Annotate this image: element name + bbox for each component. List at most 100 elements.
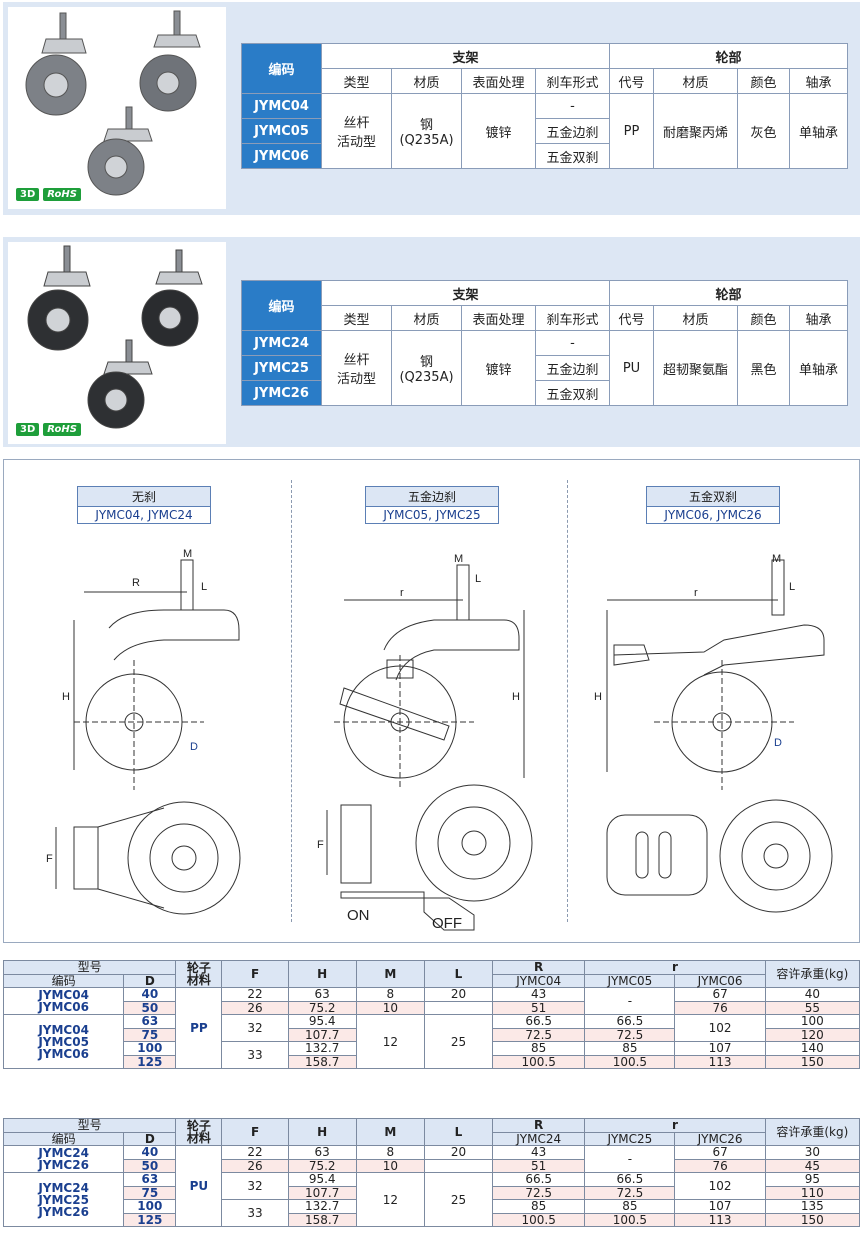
header-model: 型号 bbox=[2, 1118, 177, 1133]
header-m: M bbox=[355, 1118, 425, 1146]
caster-photo-illustration bbox=[27, 245, 203, 429]
cell-d: 75 bbox=[123, 1027, 177, 1042]
cell-d: 40 bbox=[123, 1145, 177, 1160]
drawing-title: 无刹 bbox=[78, 487, 210, 507]
label-l: L bbox=[201, 581, 207, 593]
3d-badge: 3D bbox=[16, 423, 40, 436]
cell-m: 8 bbox=[355, 987, 425, 1002]
label-f: F bbox=[46, 853, 53, 865]
label-l: L bbox=[475, 573, 481, 585]
cell-r2: 107 bbox=[674, 1199, 766, 1214]
label-l: L bbox=[789, 581, 795, 593]
header-d: D bbox=[123, 973, 177, 988]
header-wheel-code: 代号 bbox=[609, 305, 654, 331]
drawing-codes: JYMC04, JYMC24 bbox=[95, 508, 193, 522]
code-cell: JYMC26 bbox=[241, 380, 322, 406]
cell-load: 30 bbox=[764, 1145, 861, 1160]
cell-R: 66.5 bbox=[492, 1172, 586, 1187]
brake-cell: 五金双刹 bbox=[535, 143, 610, 169]
cell-f: 22 bbox=[221, 1145, 289, 1160]
wheel-material-cell: 耐磨聚丙烯 bbox=[653, 93, 738, 169]
cell-l: 20 bbox=[423, 1145, 494, 1160]
product-photo-pp: 3D RoHS bbox=[8, 7, 226, 209]
col-code: JYMC05 bbox=[584, 973, 676, 988]
header-f: F bbox=[221, 1118, 289, 1146]
cell-h: 63 bbox=[287, 1145, 357, 1160]
cell-h: 95.4 bbox=[287, 1172, 357, 1187]
label-m: M bbox=[183, 548, 192, 560]
cell-f: 26 bbox=[221, 1158, 289, 1173]
label-off: OFF bbox=[432, 915, 462, 932]
cell-l bbox=[423, 1158, 494, 1173]
brake-cell: 五金边刹 bbox=[535, 355, 610, 381]
label-on: ON bbox=[347, 907, 370, 924]
cell-d: 100 bbox=[123, 1199, 177, 1214]
cell-r1: - bbox=[584, 987, 676, 1015]
col-code: JYMC25 bbox=[584, 1131, 676, 1146]
cell-R: 72.5 bbox=[492, 1027, 586, 1042]
cell-f: 32 bbox=[221, 1172, 289, 1200]
cell-r2: 76 bbox=[674, 1000, 766, 1015]
label-h: H bbox=[512, 691, 520, 703]
cell-l bbox=[423, 1000, 494, 1015]
cell-r2: 76 bbox=[674, 1158, 766, 1173]
label-f: F bbox=[317, 839, 324, 851]
row-group-code: JYMC04 JYMC05 JYMC06 bbox=[2, 1014, 125, 1069]
header-code: 编码 bbox=[2, 1131, 125, 1146]
cell-r1: 85 bbox=[584, 1199, 676, 1214]
row-group-code: JYMC04 JYMC06 bbox=[2, 987, 125, 1015]
code-cell: JYMC05 bbox=[241, 118, 322, 144]
cell-r1: - bbox=[584, 1145, 676, 1173]
cell-m: 12 bbox=[355, 1014, 425, 1069]
cell-wheel-material: PU bbox=[175, 1145, 223, 1227]
header-wheel-material: 轮子 材料 bbox=[175, 960, 223, 988]
label-r: r bbox=[400, 587, 404, 599]
cell-load: 55 bbox=[764, 1000, 861, 1015]
header-l: L bbox=[423, 960, 494, 988]
row-group-code: JYMC24 JYMC25 JYMC26 bbox=[2, 1172, 125, 1227]
cell-load: 40 bbox=[764, 987, 861, 1002]
cell-r2: 67 bbox=[674, 1145, 766, 1160]
wheel-code-cell: PU bbox=[609, 330, 654, 406]
dimension-table-pp: 型号 轮子 材料 F H M L R r 容许承重(kg) 编码 D JYMC0… bbox=[2, 960, 861, 1069]
header-f: F bbox=[221, 960, 289, 988]
label-h: H bbox=[62, 691, 70, 703]
color-cell: 黑色 bbox=[737, 330, 790, 406]
color-cell: 灰色 bbox=[737, 93, 790, 169]
material-cell: 钢 (Q235A) bbox=[391, 93, 462, 169]
cell-load: 150 bbox=[764, 1054, 861, 1069]
cell-R: 51 bbox=[492, 1000, 586, 1015]
bearing-cell: 单轴承 bbox=[789, 93, 848, 169]
cell-f: 26 bbox=[221, 1000, 289, 1015]
header-material: 材质 bbox=[391, 68, 462, 94]
surface-cell: 镀锌 bbox=[461, 330, 536, 406]
spec-table-pu: 编码 支架 轮部 类型 材质 表面处理 刹车形式 代号 材质 颜色 轴承 JYM… bbox=[241, 280, 848, 406]
cell-m: 12 bbox=[355, 1172, 425, 1227]
drawing-codes: JYMC05, JYMC25 bbox=[383, 508, 481, 522]
bearing-cell: 单轴承 bbox=[789, 330, 848, 406]
cell-m: 10 bbox=[355, 1158, 425, 1173]
cell-load: 150 bbox=[764, 1212, 861, 1227]
cell-r1: 66.5 bbox=[584, 1172, 676, 1187]
cell-h: 107.7 bbox=[287, 1185, 357, 1200]
label-r: R bbox=[132, 577, 140, 589]
cell-r2: 113 bbox=[674, 1054, 766, 1069]
header-type: 类型 bbox=[321, 305, 392, 331]
brake-cell: - bbox=[535, 93, 610, 119]
cell-r2: 102 bbox=[674, 1172, 766, 1200]
wheel-code-cell: PP bbox=[609, 93, 654, 169]
header-d: D bbox=[123, 1131, 177, 1146]
cell-load: 140 bbox=[764, 1041, 861, 1056]
header-wheel-material: 材质 bbox=[653, 305, 738, 331]
divider bbox=[567, 480, 568, 922]
brake-cell: 五金双刹 bbox=[535, 380, 610, 406]
cell-load: 45 bbox=[764, 1158, 861, 1173]
header-wheel-material: 材质 bbox=[653, 68, 738, 94]
cell-load: 95 bbox=[764, 1172, 861, 1187]
wheel-material-cell: 超韧聚氨酯 bbox=[653, 330, 738, 406]
header-code: 编码 bbox=[241, 280, 322, 331]
cell-load: 120 bbox=[764, 1027, 861, 1042]
col-code: JYMC26 bbox=[674, 1131, 766, 1146]
cell-h: 158.7 bbox=[287, 1212, 357, 1227]
cell-f: 33 bbox=[221, 1199, 289, 1227]
